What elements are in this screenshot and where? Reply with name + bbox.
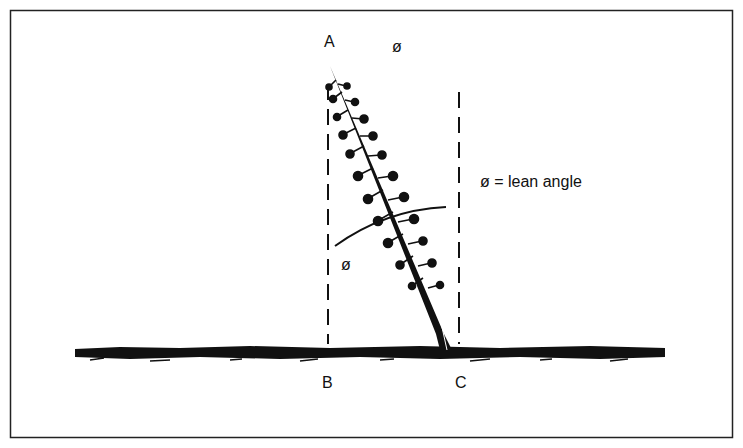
ground — [75, 346, 665, 359]
angle-symbol: ø — [392, 38, 402, 56]
vertical-reference — [327, 84, 329, 344]
point-label: A — [324, 33, 335, 51]
frame — [11, 11, 733, 438]
tree-trunk — [330, 66, 452, 350]
legend-note: ø = lean angle — [480, 173, 582, 191]
vertical-reference — [458, 92, 460, 344]
point-label: C — [455, 374, 467, 392]
angle-symbol: ø — [341, 256, 351, 274]
point-label: B — [322, 374, 333, 392]
trunk-texture — [440, 318, 451, 350]
tree-foliage — [326, 80, 444, 290]
ground-hatching — [90, 358, 628, 361]
